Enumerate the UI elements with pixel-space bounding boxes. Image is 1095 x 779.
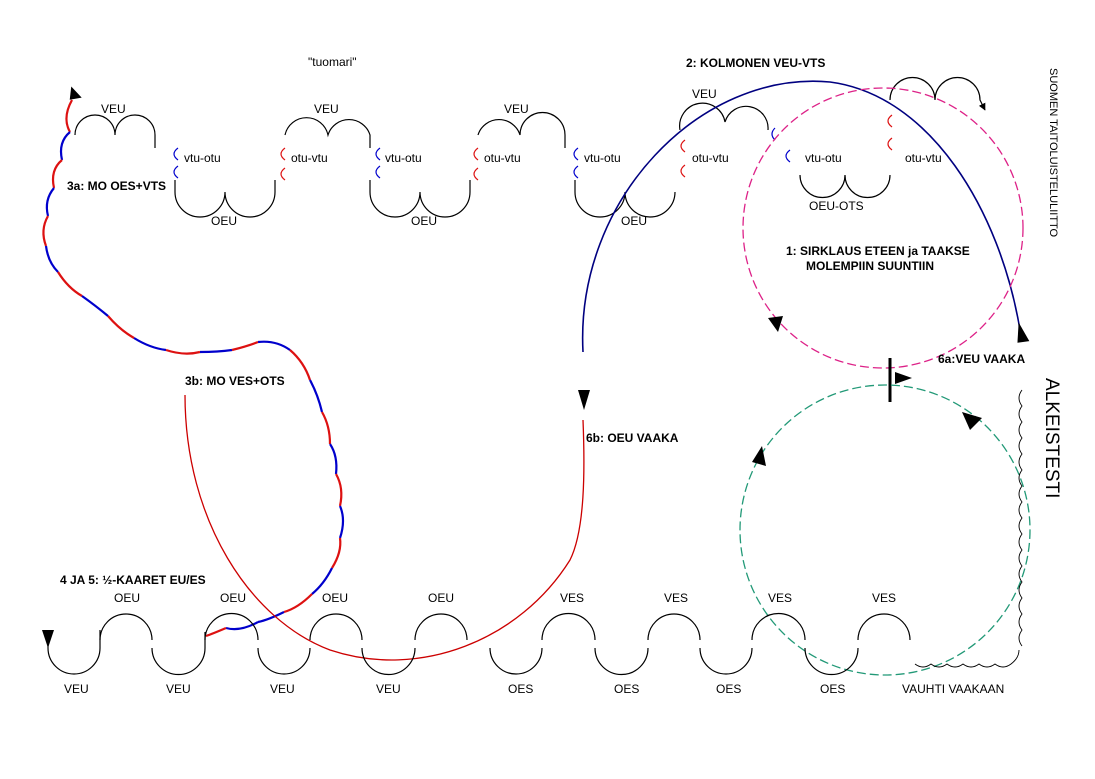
section-3b-label: 3b: MO VES+OTS	[185, 374, 285, 388]
bottom-lower-label-2: VEU	[166, 682, 191, 696]
arrow-3a-start	[69, 86, 82, 100]
bottom-lower-label-6: OES	[614, 682, 639, 696]
turn-label-8: otu-vtu	[905, 151, 942, 165]
oeu-vaaka-loop	[184, 394, 585, 661]
arrow-bottom-start	[42, 630, 54, 648]
bottom-lower-label-1: VEU	[64, 682, 89, 696]
section-2-label: 2: KOLMONEN VEU-VTS	[686, 56, 825, 70]
chain-3a	[42, 99, 259, 355]
top-lower-label-4: OEU-OTS	[809, 199, 864, 213]
bottom-row-lobes	[47, 612, 911, 676]
bottom-lower-label-7: OES	[716, 682, 741, 696]
section-45-label: 4 JA 5: ½-KAARET EU/ES	[60, 573, 206, 587]
turn-label-7: vtu-otu	[805, 151, 842, 165]
top-lower-label-3: OEU	[621, 214, 647, 228]
turn-label-1: vtu-otu	[184, 151, 221, 165]
bottom-upper-label-5: VES	[560, 591, 584, 605]
arrow-green-left	[752, 446, 766, 466]
bottom-lower-label-3: VEU	[270, 682, 295, 696]
chain-3b	[205, 340, 345, 638]
federation-title: SUOMEN TAITOLUISTELULIITTO	[1047, 68, 1059, 238]
section-6b-label: 6b: OEU VAAKA	[586, 431, 679, 445]
bottom-upper-label-3: OEU	[322, 591, 348, 605]
bottom-lower-label-4: VEU	[376, 682, 401, 696]
circle-green	[739, 384, 1031, 676]
arrow-6a-up	[1017, 322, 1030, 343]
bottom-upper-label-2: OEU	[220, 591, 246, 605]
arrow-circle-1	[768, 316, 783, 332]
bottom-upper-label-8: VES	[872, 591, 896, 605]
section-6a-label: 6a:VEU VAAKA	[938, 352, 1025, 366]
judge-label: "tuomari"	[308, 55, 357, 69]
speed-label: VAUHTI VAAKAAN	[902, 682, 1004, 696]
top-upper-label-2: VEU	[314, 102, 339, 116]
bottom-upper-label-4: OEU	[428, 591, 454, 605]
turn-label-4: otu-vtu	[484, 151, 521, 165]
bottom-lower-label-5: OES	[508, 682, 533, 696]
bottom-upper-label-7: VES	[768, 591, 792, 605]
turn-label-3: vtu-otu	[385, 151, 422, 165]
top-upper-label-4: VEU	[692, 87, 717, 101]
top-lower-label-2: OEU	[411, 214, 437, 228]
top-upper-label-3: VEU	[504, 102, 529, 116]
arrow-6b-down	[578, 390, 590, 410]
three-turn-arc	[581, 80, 1021, 353]
turn-label-5: vtu-otu	[584, 151, 621, 165]
speed-scallops	[914, 389, 1023, 668]
bottom-lower-label-8: OES	[820, 682, 845, 696]
start-arrow	[895, 372, 912, 384]
section-3a-label: 3a: MO OES+VTS	[67, 179, 166, 193]
top-upper-label-1: VEU	[101, 102, 126, 116]
bottom-upper-label-6: VES	[664, 591, 688, 605]
turn-label-2: otu-vtu	[291, 151, 328, 165]
circle-section-1	[742, 87, 1024, 369]
test-heading: ALKEISTESTI	[1041, 378, 1062, 498]
section-1-label-1: 1: SIRKLAUS ETEEN ja TAAKSE	[786, 244, 970, 258]
section-1-label-2: MOLEMPIIN SUUNTIIN	[806, 259, 934, 273]
top-lower-label-1: OEU	[211, 214, 237, 228]
top-row-lobes	[74, 76, 986, 218]
bottom-upper-label-1: OEU	[114, 591, 140, 605]
top-row-turn-marks	[173, 114, 893, 181]
arrow-green-right	[962, 412, 982, 430]
turn-label-6: otu-vtu	[692, 151, 729, 165]
